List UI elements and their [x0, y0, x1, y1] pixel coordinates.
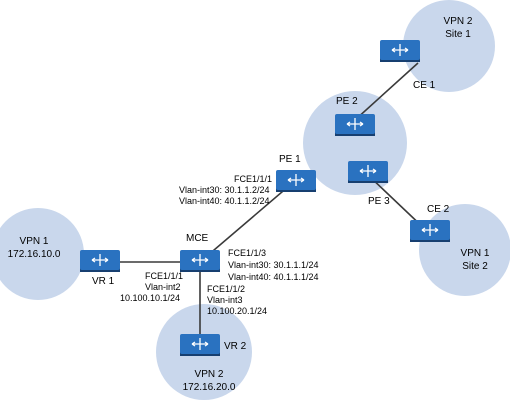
vpn1-site2-line1: VPN 1 — [461, 248, 490, 259]
vpn2-vr2-line2: 172.16.20.0 — [183, 382, 236, 393]
vpn1-site2-line2: Site 2 — [462, 261, 488, 272]
switch-pe2[interactable] — [335, 114, 375, 136]
label-mce: MCE — [186, 233, 209, 244]
switch-pe1[interactable] — [276, 170, 316, 192]
vpn2-vr2-line1: VPN 2 — [195, 369, 224, 380]
vpn2-site1-line2: Site 1 — [445, 29, 471, 40]
mce-vr1-line3: 10.100.10.1/24 — [120, 293, 180, 303]
label-vr1: VR 1 — [92, 276, 115, 287]
cloud-vpn2-site1 — [403, 0, 495, 92]
pe1-port-line1: FCE1/1/1 — [234, 174, 272, 184]
link-mce-pe1 — [199, 179, 297, 263]
mce-vr1-line1: FCE1/1/1 — [145, 271, 183, 281]
link-ce1-pe2 — [354, 62, 419, 121]
mce-vr2-line3: 10.100.20.1/24 — [207, 306, 267, 316]
label-ce1: CE 1 — [413, 80, 436, 91]
mce-vr1-line2: Vlan-int2 — [145, 282, 181, 292]
vpn2-site1-line1: VPN 2 — [444, 16, 473, 27]
vpn1-vr1-line1: VPN 1 — [20, 236, 49, 247]
label-vr2: VR 2 — [224, 341, 247, 352]
mce-uplink-line2: Vlan-int30: 30.1.1.1/24 — [228, 260, 319, 270]
pe1-port-line3: Vlan-int40: 40.1.1.2/24 — [179, 196, 270, 206]
switch-ce2[interactable] — [410, 220, 450, 242]
mce-uplink-line1: FCE1/1/3 — [228, 248, 266, 258]
pe1-port-line2: Vlan-int30: 30.1.1.2/24 — [179, 185, 270, 195]
switch-mce[interactable] — [180, 250, 220, 272]
label-pe2: PE 2 — [336, 96, 358, 107]
label-pe1: PE 1 — [279, 154, 301, 165]
switch-vr1[interactable] — [80, 250, 120, 272]
mce-uplink-line3: Vlan-int40: 40.1.1.1/24 — [228, 272, 319, 282]
label-ce2: CE 2 — [427, 204, 450, 215]
switch-pe3[interactable] — [348, 161, 388, 183]
mce-vr2-line2: Vlan-int3 — [207, 295, 243, 305]
mce-vr2-line1: FCE1/1/2 — [207, 284, 245, 294]
label-pe3: PE 3 — [368, 196, 390, 207]
cloud-vpn1-vr1 — [0, 208, 84, 300]
switch-ce1[interactable] — [380, 40, 420, 62]
vpn1-vr1-line2: 172.16.10.0 — [8, 249, 61, 260]
switch-vr2[interactable] — [180, 334, 220, 356]
